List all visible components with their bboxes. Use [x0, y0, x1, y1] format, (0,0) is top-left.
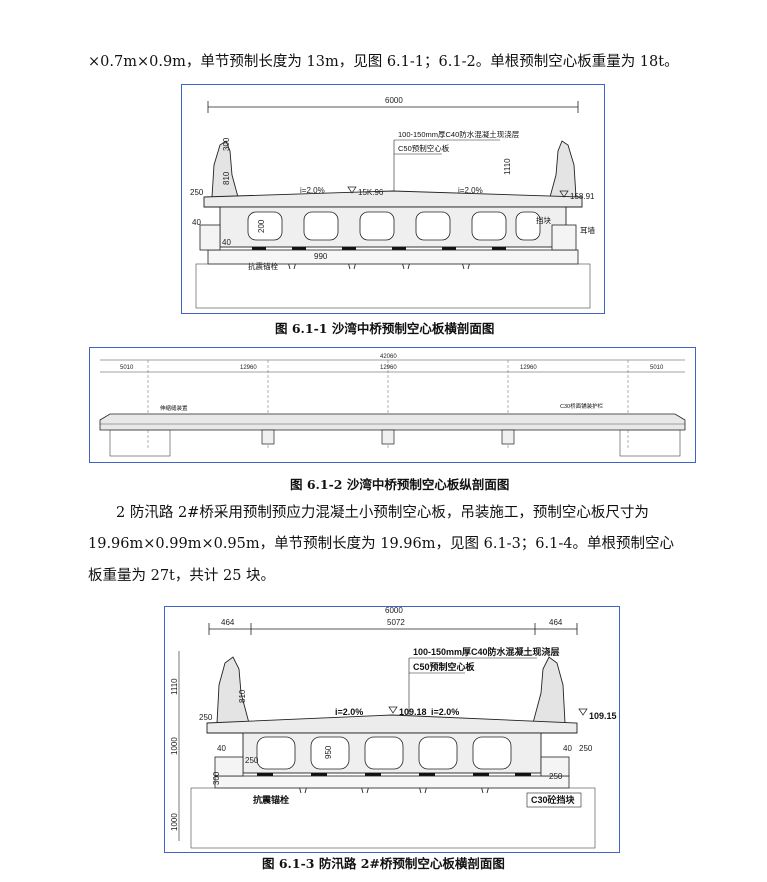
fig3-dim-810: 810: [238, 689, 247, 703]
fig3-dim-mid: 5072: [387, 618, 405, 627]
fig1-dim-990: 990: [314, 252, 328, 261]
paragraph-2-line-1: 2 防汛路 2#桥采用预制预应力混凝土小预制空心板，吊装施工，预制空心板尺寸为: [116, 505, 649, 521]
fig3-slope-left: i=2.0%: [335, 707, 363, 717]
paragraph-2-line-3: 板重量为 27t，共计 25 块。: [88, 568, 276, 584]
figure-3-drawing: 6000 464 5072 464 100-150mm厚C40防水混凝土现浇层 …: [170, 607, 617, 849]
fig3-dim-1000: 1000: [170, 737, 179, 755]
fig3-dim-250bot: 250: [549, 772, 563, 781]
fig1-slope-right: i=2.0%: [458, 186, 483, 195]
fig3-elev-right: 109.15: [589, 711, 617, 721]
fig3-dim-left: 464: [221, 618, 235, 627]
figure-1-caption: 图 6.1-1 沙湾中桥预制空心板横剖面图: [275, 321, 495, 336]
fig1-dim-250: 250: [190, 188, 204, 197]
fig3-dim-1000b: 1000: [170, 813, 179, 831]
fig3-note-precast: C50预制空心板: [413, 661, 476, 672]
fig1-dim-300: 300: [222, 137, 231, 151]
figure-1-drawing: 6000 100-150mm厚C40防水混凝土现浇层 C50预制空心板: [190, 96, 595, 309]
fig1-label-ear: 耳墙: [580, 225, 595, 235]
figure-3-caption: 图 6.1-3 防汛路 2#桥预制空心板横剖面图: [262, 856, 505, 871]
fig1-elev-right: 158.91: [570, 192, 595, 201]
fig2-span5: 5010: [650, 365, 664, 371]
fig1-dim-40: 40: [192, 218, 201, 227]
fig2-note-right: C30桥面铺装护栏: [560, 402, 604, 410]
figure-3-frame: 6000 464 5072 464 100-150mm厚C40防水混凝土现浇层 …: [164, 606, 620, 853]
fig1-note-precast: C50预制空心板: [398, 143, 450, 153]
fig1-elev-mid: 15K.96: [358, 188, 384, 197]
fig1-note-cast-layer: 100-150mm厚C40防水混凝土现浇层: [398, 129, 520, 139]
figure-2-frame: 42060 5010 12960 12960 12960 5010 伸缩缝装置 …: [89, 347, 696, 463]
figure-1-frame: 6000 100-150mm厚C40防水混凝土现浇层 C50预制空心板: [181, 84, 605, 314]
fig3-label-block: C30砼挡块: [531, 794, 576, 805]
fig3-dim-40r: 40: [563, 744, 572, 753]
fig3-dim-250: 250: [199, 713, 213, 722]
fig3-note-cast-layer: 100-150mm厚C40防水混凝土现浇层: [413, 646, 560, 657]
fig3-dim-1110: 1110: [170, 678, 179, 695]
fig3-top-dim: 6000: [385, 607, 403, 615]
figure-2-drawing: 42060 5010 12960 12960 12960 5010 伸缩缝装置 …: [99, 354, 686, 457]
fig3-dim-right: 464: [549, 618, 563, 627]
paragraph-2-line-2: 19.96m×0.99m×0.95m，单节预制长度为 19.96m，见图 6.1…: [88, 536, 674, 552]
fig1-dim-1110: 1110: [503, 158, 512, 175]
fig1-dim-40b: 40: [222, 238, 231, 247]
fig2-span4: 12960: [520, 365, 537, 371]
fig2-note-left: 伸缩缝装置: [160, 404, 188, 412]
paragraph-1: ×0.7m×0.9m，单节预制长度为 13m，见图 6.1-1；6.1-2。单根…: [88, 54, 679, 70]
fig2-span2: 12960: [240, 365, 257, 371]
fig3-dim-950: 950: [324, 745, 333, 759]
fig3-dim-40: 40: [217, 744, 226, 753]
fig1-slope-left: i=2.0%: [300, 186, 325, 195]
fig3-slope-right: i=2.0%: [431, 707, 459, 717]
fig1-label-anchor: 抗震锚栓: [248, 261, 278, 271]
fig2-span3: 12960: [380, 365, 397, 371]
fig3-dim-300: 300: [212, 771, 221, 785]
figure-2-caption: 图 6.1-2 沙湾中桥预制空心板纵剖面图: [290, 477, 510, 492]
fig2-total-dim: 42060: [380, 354, 397, 360]
fig3-label-anchor: 抗震锚栓: [253, 794, 289, 805]
fig3-dim-250b: 250: [245, 756, 259, 765]
fig2-span1: 5010: [120, 365, 134, 371]
fig1-dim-810: 810: [222, 171, 231, 185]
fig1-width-dim: 6000: [385, 96, 403, 105]
fig1-label-block: 挡块: [536, 215, 551, 225]
fig3-elev-mid: 109.18: [399, 707, 427, 717]
fig3-dim-250r: 250: [579, 744, 593, 753]
fig1-dim-200: 200: [257, 219, 266, 233]
